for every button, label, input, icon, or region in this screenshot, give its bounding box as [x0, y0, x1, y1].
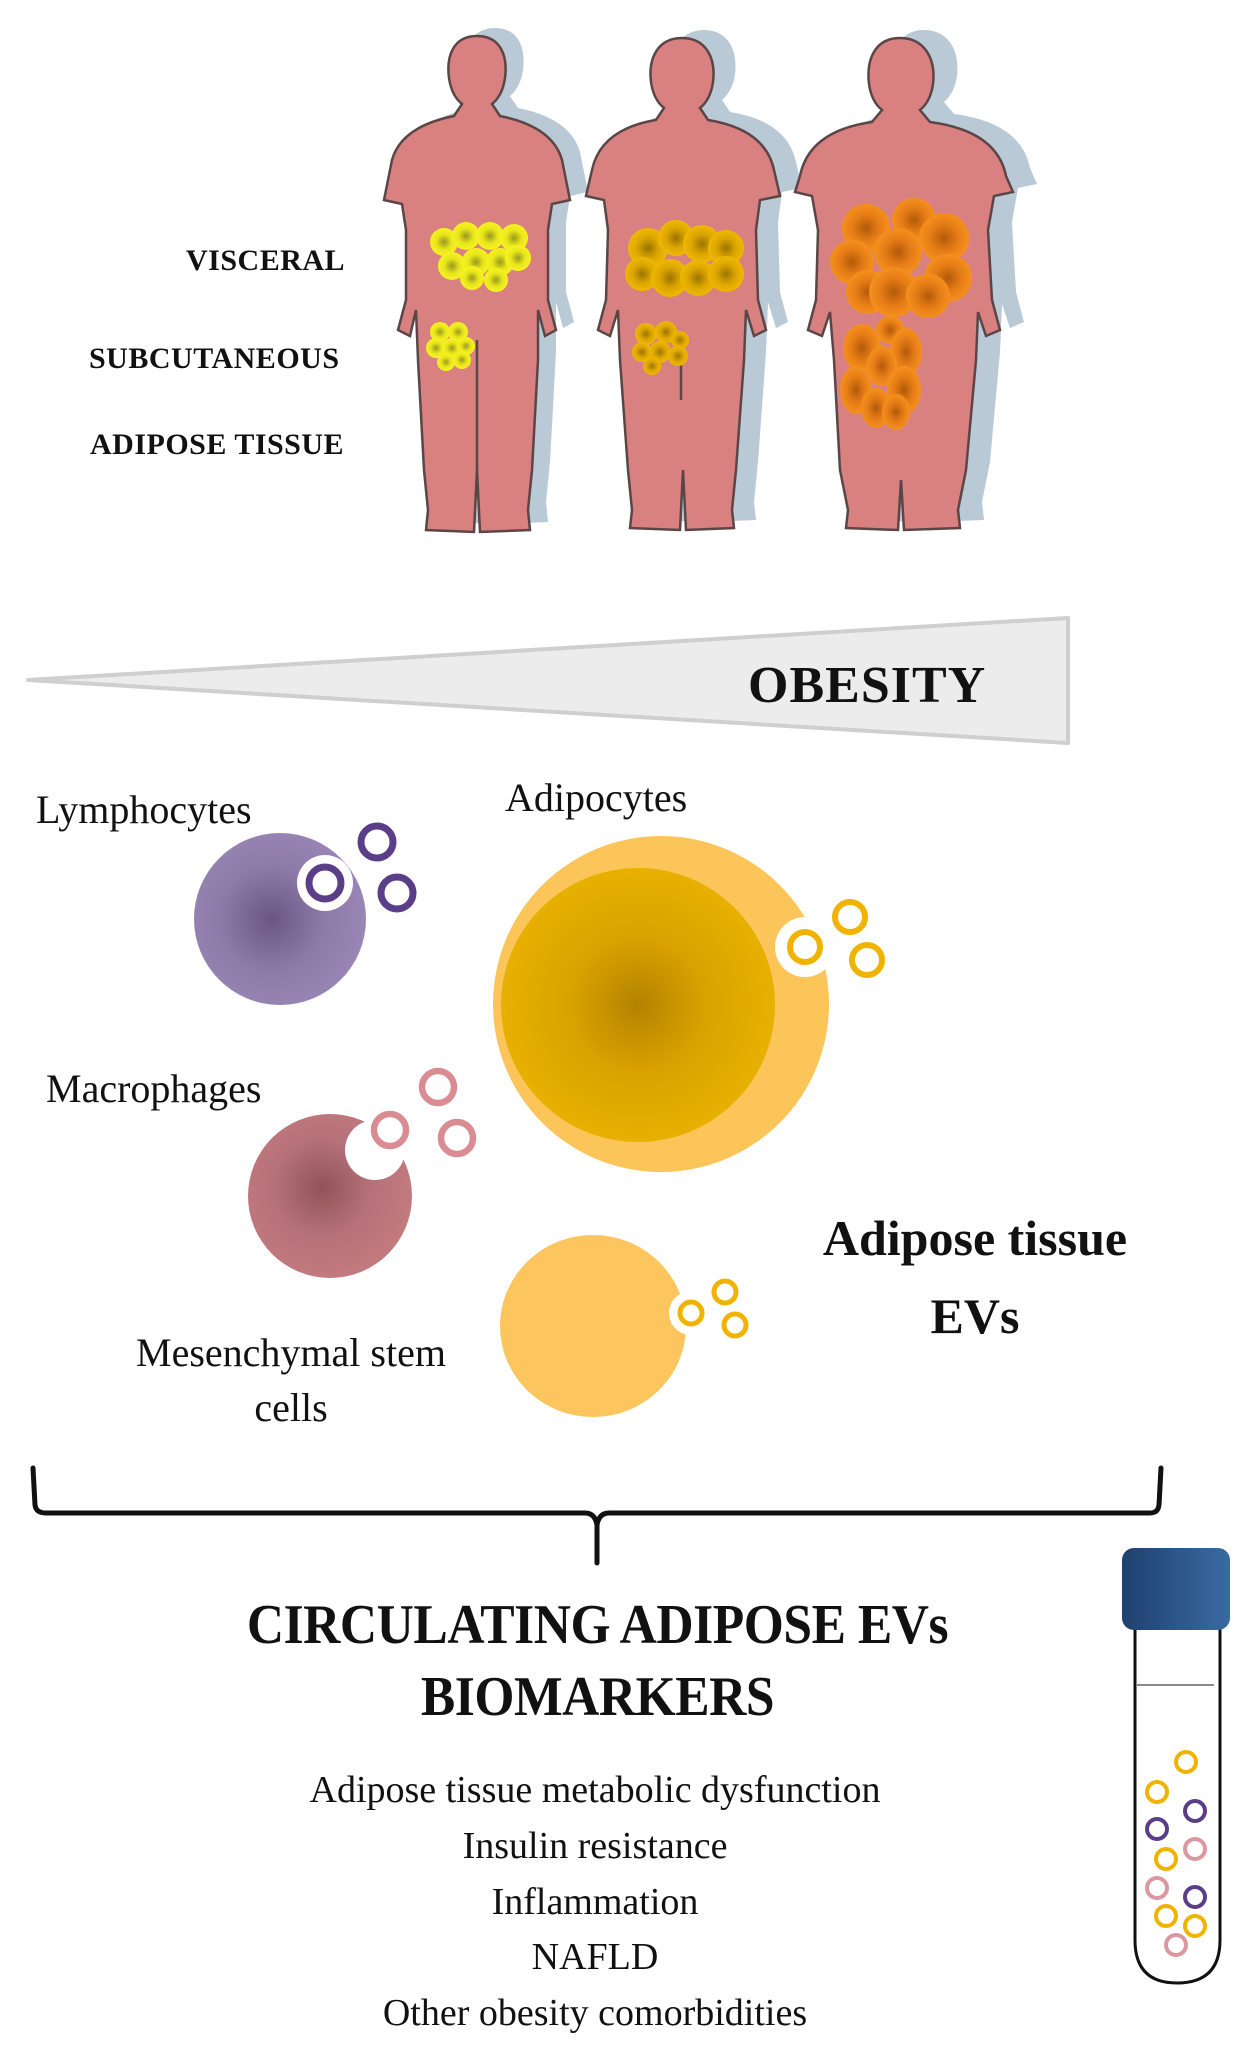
human-figure-lean — [382, 28, 588, 534]
grouping-brace — [30, 1465, 1164, 1566]
label-adipose-tissue: ADIPOSE TISSUE — [90, 428, 345, 461]
label-lymphocytes: Lymphocytes — [36, 787, 252, 832]
adipocyte-ev-icons — [787, 899, 885, 978]
label-msc-line1: Mesenchymal stem — [136, 1330, 446, 1375]
biomarker-item: NAFLD — [531, 1936, 659, 1979]
human-figure-obese — [793, 30, 1037, 532]
biomarker-item: Adipose tissue metabolic dysfunction — [309, 1769, 881, 1811]
visceral-fat-lean — [430, 222, 531, 292]
label-adipocytes: Adipocytes — [505, 775, 688, 820]
adipose-tissue-evs-line2: EVs — [930, 1287, 1020, 1344]
visceral-fat-obese — [830, 198, 972, 318]
macrophage-ev-icons — [370, 1067, 477, 1158]
msc-ev-icons — [677, 1278, 749, 1339]
subcutaneous-fat-obese — [840, 316, 922, 430]
obesity-gradient-wedge — [26, 616, 1070, 745]
biomarker-item: Inflammation — [491, 1880, 699, 1923]
biomarkers-title-line1: CIRCULATING ADIPOSE EVs — [246, 1594, 949, 1656]
subcutaneous-fat-overweight — [632, 321, 689, 375]
adipocyte-cell — [493, 836, 885, 1172]
obesity-label: OBESITY — [748, 657, 987, 714]
biomarker-item: Other obesity comorbidities — [382, 1992, 808, 2035]
biomarkers-title-line2: BIOMARKERS — [420, 1665, 775, 1728]
label-visceral: VISCERAL — [186, 244, 346, 277]
label-msc: Mesenchymal stem cells — [94, 1325, 488, 1435]
visceral-fat-overweight — [625, 220, 744, 297]
blood-tube-icon — [1122, 1548, 1230, 1985]
human-figure-overweight — [584, 30, 802, 532]
lymphocyte-cell — [194, 822, 417, 1005]
label-macrophages: Macrophages — [46, 1066, 262, 1111]
biomarkers-list: Adipose tissue metabolic dysfunction Ins… — [150, 1763, 1040, 2042]
adipose-tissue-evs-heading: Adipose tissue EVs — [740, 1200, 1210, 1355]
label-subcutaneous: SUBCUTANEOUS — [89, 342, 340, 375]
subcutaneous-fat-lean — [426, 322, 475, 371]
label-msc-line2: cells — [254, 1385, 328, 1430]
macrophage-cell — [248, 1067, 477, 1278]
msc-cell — [500, 1235, 749, 1417]
adipose-tissue-evs-line1: Adipose tissue — [822, 1210, 1128, 1266]
lymphocyte-ev-icons — [305, 822, 417, 913]
biomarker-item: Insulin resistance — [462, 1824, 728, 1867]
biomarkers-title: CIRCULATING ADIPOSE EVs BIOMARKERS — [158, 1590, 1037, 1733]
